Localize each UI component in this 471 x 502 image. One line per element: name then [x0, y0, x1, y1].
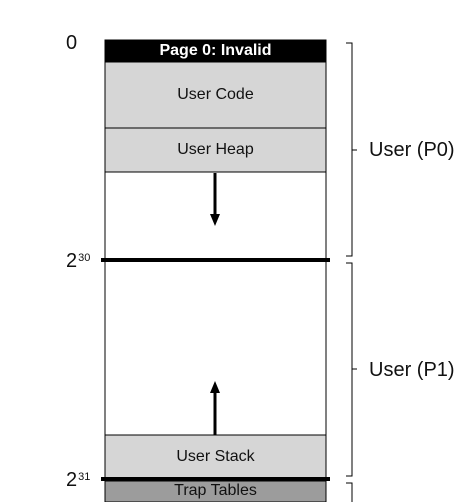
user-heap-segment — [104, 127, 327, 173]
address-2-31-label: 231 — [66, 470, 90, 490]
heap-growth-arrow-head — [210, 214, 220, 226]
user-heap-label: User Heap — [177, 141, 254, 158]
stack-growth-arrow-head — [210, 381, 220, 393]
address-2-30-base: 2 — [66, 250, 78, 272]
brace-p1 — [346, 262, 357, 477]
address-2-31-exponent: 31 — [78, 471, 91, 483]
user-code-label: User Code — [177, 86, 254, 103]
address-zero-label: 0 — [66, 33, 77, 53]
brace-kernel-partial — [346, 482, 353, 502]
trap-tables-label: Trap Tables — [174, 482, 257, 499]
address-2-30-exponent: 30 — [78, 252, 91, 264]
user-stack-segment — [104, 434, 327, 480]
user-stack-label: User Stack — [176, 448, 255, 465]
address-2-30-label: 230 — [66, 251, 90, 271]
invalid-page-label: Page 0: Invalid — [159, 42, 272, 59]
address-2-31-base: 2 — [66, 469, 78, 491]
address-zero-text: 0 — [66, 32, 78, 54]
region-p0-label: User (P0) — [369, 139, 455, 161]
brace-p0 — [346, 42, 357, 257]
invalid-page-band — [105, 40, 326, 62]
trap-tables-segment — [104, 480, 327, 502]
region-p1-label: User (P1) — [369, 359, 455, 381]
